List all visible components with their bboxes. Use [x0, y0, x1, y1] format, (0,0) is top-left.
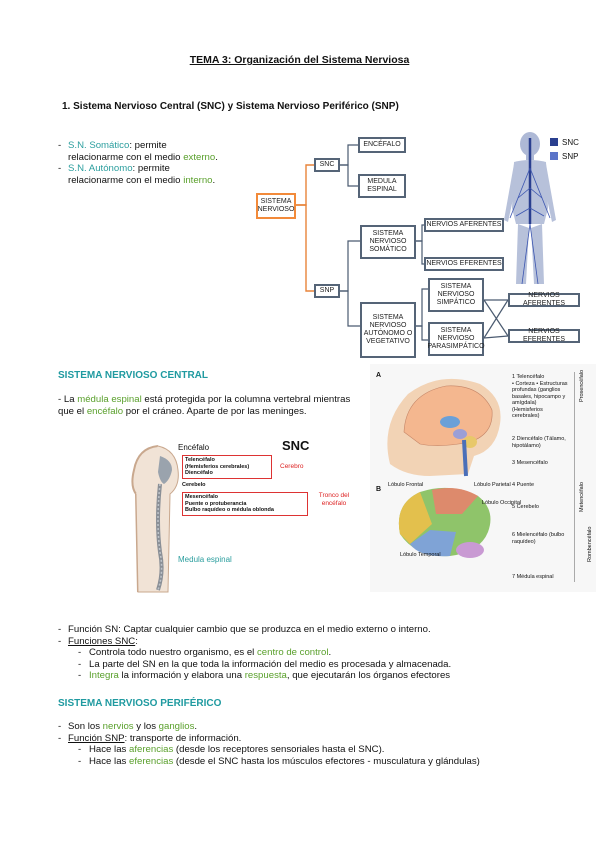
brain-label-3: 3 Mesencéfalo — [512, 460, 548, 466]
snc-fig-tronco-box: Mesencéfalo Puente o protuberancia Bulbo… — [182, 492, 308, 516]
body-nervous-figure: SNC SNP — [500, 128, 592, 288]
snc-fig-cerebelo: Cerebelo — [182, 482, 206, 488]
box-snp: SNP — [314, 284, 340, 298]
snp-heading: SISTEMA NERVIOSO PERIFÉRICO — [58, 698, 222, 709]
lobe-temporal: Lóbulo Temporal — [400, 552, 441, 558]
list-item: Integra la información y elabora una res… — [78, 670, 578, 682]
legend-snp-label: SNP — [562, 152, 579, 161]
box-autonomo: SISTEMA NERVIOSO AUTÓNOMO O VEGETATIVO — [360, 302, 416, 358]
brain-fig-label-a: A — [376, 372, 382, 379]
legend-snp-swatch — [550, 152, 558, 160]
list-item: Hace las aferencias (desde los receptore… — [78, 744, 588, 756]
list-item: Funciones SNC: Controla todo nuestro org… — [58, 636, 578, 682]
brain-label-2: 2 Diencéfalo (Tálamo, hipotálamo) — [512, 436, 566, 449]
brain-label-7: 7 Médula espinal — [512, 574, 554, 580]
snc-fig-tronco-label: Tronco del encéfalo — [318, 492, 350, 507]
list-item: Hace las eferencias (desde el SNC hasta … — [78, 756, 588, 768]
snc-fig-title: SNC — [282, 438, 310, 453]
legend-snc-swatch — [550, 138, 558, 146]
brain-figure: A B Lóbulo Frontal Lóbulo Parietal Lóbul… — [370, 364, 596, 592]
legend-snc-label: SNC — [562, 138, 579, 147]
snp-block: Son los nervios y los ganglios. Función … — [58, 721, 588, 767]
box-medula: MEDULA ESPINAL — [358, 174, 406, 198]
intro-list: S.N. Somático: permite relacionarme con … — [58, 140, 218, 186]
box-somatico: SISTEMA NERVIOSO SOMÁTICO — [360, 225, 416, 259]
lobe-frontal: Lóbulo Frontal — [388, 482, 424, 488]
box-sistema-nervioso: SISTEMA NERVIOSO — [256, 193, 296, 219]
snc-fig-encefalo: Encéfalo — [178, 443, 210, 452]
brain-illustration — [387, 378, 501, 558]
box-nervios-eferentes-1: NERVIOS EFERENTES — [424, 257, 504, 271]
lobe-occipital: Lóbulo Occipital — [482, 500, 522, 506]
box-nervios-eferentes-2: NERVIOS EFERENTES — [508, 328, 580, 343]
snc-figure: Encéfalo SNC Telencéfalo (Hemisferios ce… — [120, 438, 350, 594]
list-item: S.N. Autónomo: permite relacionarme con … — [58, 163, 218, 186]
nervous-system-diagram: SISTEMA NERVIOSO SNC SNP ENCÉFALO MEDULA… — [248, 132, 593, 362]
snc-fig-cerebro-label: Cerebro — [280, 463, 304, 470]
box-parasimpatico: SISTEMA NERVIOSO PARASIMPÁTICO — [427, 322, 485, 356]
box-encefalo: ENCÉFALO — [358, 137, 406, 153]
body-illustration — [504, 132, 556, 285]
list-item: Controla todo nuestro organismo, es el c… — [78, 647, 578, 659]
list-item: Función SN: Captar cualquier cambio que … — [58, 624, 578, 636]
diagram-connectors — [296, 144, 509, 341]
box-simpatico: SISTEMA NERVIOSO SIMPÁTICO — [428, 278, 484, 312]
snc-heading: SISTEMA NERVIOSO CENTRAL — [58, 370, 209, 381]
snc-fig-cerebro-box: Telencéfalo (Hemisferios cerebrales) Die… — [182, 455, 272, 479]
brain-label-1: 1 Telencéfalo • Corteza • Estructuras pr… — [512, 374, 568, 419]
snc-paragraph: - La médula espinal está protegida por l… — [58, 394, 351, 417]
snc-fig-medula: Medula espinal — [178, 555, 232, 564]
brain-label-5: 5 Cerebelo — [512, 504, 539, 510]
brain-vertical-divisions: Prosencéfalo Metencéfalo Rombencéfalo — [574, 370, 595, 582]
box-snc: SNC — [314, 158, 340, 172]
brain-fig-label-b: B — [376, 486, 382, 493]
list-item: S.N. Somático: permite relacionarme con … — [58, 140, 218, 163]
brain-label-4: 4 Puente — [512, 482, 535, 488]
brain-label-6: 6 Mielencéfalo (bulbo raquídeo) — [512, 532, 565, 545]
list-item: Son los nervios y los ganglios. — [58, 721, 588, 733]
list-item: La parte del SN en la que toda la inform… — [78, 659, 578, 671]
functions-block: Función SN: Captar cualquier cambio que … — [58, 624, 578, 682]
list-item: Función SNP: transporte de información. … — [58, 733, 588, 768]
page-title: TEMA 3: Organización del Sistema Nervios… — [189, 54, 410, 66]
spine-illustration — [131, 445, 179, 593]
box-nervios-aferentes-1: NERVIOS AFERENTES — [424, 218, 504, 232]
box-nervios-aferentes-2: NERVIOS AFERENTES — [508, 292, 580, 307]
section-heading-1: 1. Sistema Nervioso Central (SNC) y Sist… — [62, 101, 399, 112]
lobe-parietal: Lóbulo Parietal — [474, 482, 511, 488]
